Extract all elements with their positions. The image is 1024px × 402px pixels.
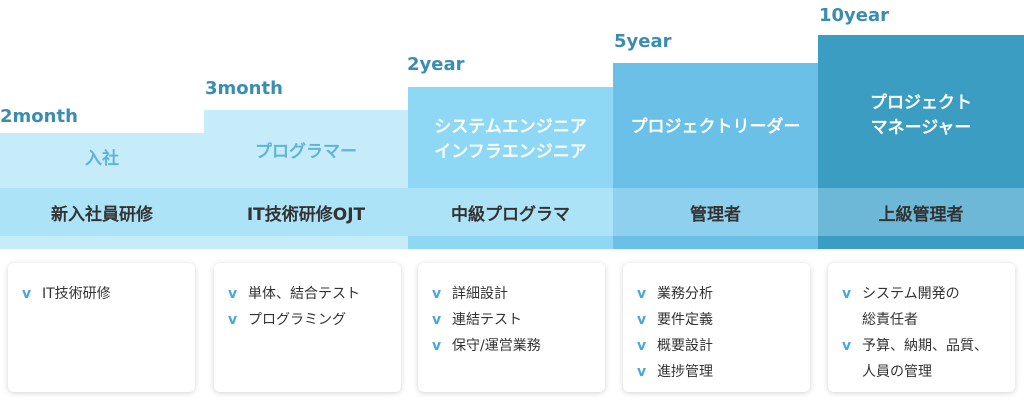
list-item: v 要件定義 [637,307,800,333]
list-item: v 単体、結合テスト [228,281,391,307]
stage-1-period: 2month [0,106,78,127]
stage-4: プロジェクトリーダー [613,63,818,188]
stage-5-baseline [818,236,1024,249]
check-icon: v [432,286,442,302]
stage-1-card: v IT技術研修 [8,263,195,392]
stage-2-baseline [204,236,408,249]
stage-4-period: 5year [614,31,672,52]
check-icon: v [637,364,647,380]
list-item: v 業務分析 [637,281,800,307]
stage-2-card: v 単体、結合テスト v プログラミング [214,263,401,392]
list-item: v 進捗管理 [637,359,800,385]
stage-5-role: プロジェクト マネージャー [870,93,972,138]
check-icon: v [637,338,647,354]
list-item: v プログラミング [228,307,391,333]
stage-4-training: 管理者 [613,188,818,236]
stage-1: 入社 [0,133,204,188]
stage-2-training: IT技術研修OJT [204,188,408,236]
stage-3-baseline [408,236,613,249]
stage-4-baseline [613,236,818,249]
stage-3-role: システムエンジニア インフラエンジニア [434,117,587,162]
check-icon: v [228,286,238,302]
check-icon: v [432,312,442,328]
check-icon: v [842,338,852,354]
stage-4-card: v 業務分析 v 要件定義 v 概要設計 v 進捗管理 [623,263,810,392]
list-item: v 詳細設計 [432,281,595,307]
check-icon: v [228,312,238,328]
stage-1-training: 新入社員研修 [0,188,204,236]
stage-4-role: プロジェクトリーダー [630,117,801,137]
stage-5-card: v システム開発の 総責任者 v 予算、納期、品質、 人員の管理 [828,263,1015,392]
check-icon: v [637,312,647,328]
list-item: v システム開発の 総責任者 [842,281,1005,333]
check-icon: v [22,286,32,302]
check-icon: v [842,286,852,302]
stage-1-baseline [0,236,204,249]
stage-3-training: 中級プログラマ [408,188,613,236]
list-item: v 連結テスト [432,307,595,333]
stage-3-card: v 詳細設計 v 連結テスト v 保守/運営業務 [418,263,605,392]
list-item: v 概要設計 [637,333,800,359]
list-item: v IT技術研修 [22,281,185,307]
stage-5-training: 上級管理者 [818,188,1024,236]
stage-2: プログラマー [204,110,408,188]
stage-3-period: 2year [407,54,465,75]
stage-3: システムエンジニア インフラエンジニア [408,87,613,188]
stage-2-role: プログラマー [255,142,357,162]
stage-5: プロジェクト マネージャー [818,35,1024,188]
stage-2-period: 3month [205,78,283,99]
stage-5-period: 10year [819,5,890,26]
stage-1-role: 入社 [85,149,119,169]
list-item: v 保守/運営業務 [432,333,595,359]
check-icon: v [637,286,647,302]
list-item: v 予算、納期、品質、 人員の管理 [842,333,1005,385]
check-icon: v [432,338,442,354]
